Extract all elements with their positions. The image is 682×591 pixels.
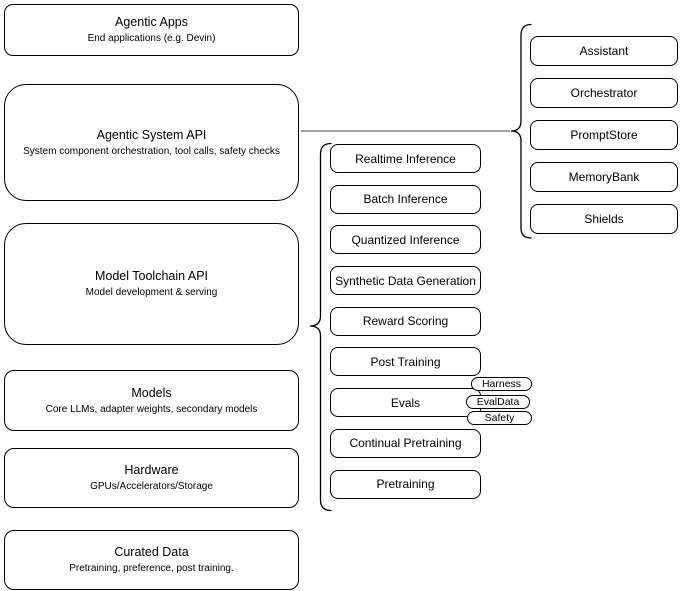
system-component-assistant: Assistant — [530, 36, 678, 66]
box-subtitle: System component orchestration, tool cal… — [23, 145, 280, 157]
system-components-group: Assistant Orchestrator PromptStore Memor… — [530, 36, 678, 234]
system-component-shields: Shields — [530, 204, 678, 234]
system-component-orchestrator: Orchestrator — [530, 78, 678, 108]
box-subtitle: Core LLMs, adapter weights, secondary mo… — [45, 403, 258, 415]
evals-tag-safety: Safety — [467, 411, 532, 425]
toolchain-item-evals: Evals — [330, 388, 481, 418]
toolchain-item-realtime-inference: Realtime Inference — [330, 144, 481, 173]
toolchain-item-post-training: Post Training — [330, 347, 481, 377]
box-models: Models Core LLMs, adapter weights, secon… — [4, 370, 299, 431]
toolchain-item-batch-inference: Batch Inference — [330, 184, 481, 214]
toolchain-item-reward-scoring: Reward Scoring — [330, 306, 481, 336]
box-subtitle: Pretraining, preference, post training. — [69, 563, 234, 574]
box-title: Curated Data — [114, 545, 189, 559]
box-agentic-system-api: Agentic System API System component orch… — [4, 84, 299, 201]
box-curated-data: Curated Data Pretraining, preference, po… — [4, 530, 299, 590]
system-component-promptstore: PromptStore — [530, 120, 678, 150]
brace-system-components — [510, 23, 532, 239]
box-hardware: Hardware GPUs/Accelerators/Storage — [4, 448, 299, 508]
toolchain-item-quantized-inference: Quantized Inference — [330, 225, 481, 255]
box-title: Models — [131, 385, 172, 400]
box-title: Hardware — [124, 463, 179, 477]
system-component-memorybank: MemoryBank — [530, 162, 678, 192]
toolchain-item-pretraining: Pretraining — [330, 469, 481, 499]
toolchain-item-synthetic-data-generation: Synthetic Data Generation — [330, 266, 481, 296]
box-title: Agentic System API — [96, 127, 207, 142]
box-subtitle: End applications (e.g. Devin) — [87, 33, 216, 44]
toolchain-item-continual-pretraining: Continual Pretraining — [330, 428, 481, 458]
evals-tag-harness: Harness — [471, 377, 532, 391]
box-model-toolchain-api: Model Toolchain API Model development & … — [4, 223, 299, 345]
box-title: Model Toolchain API — [94, 269, 209, 283]
box-title: Agentic Apps — [115, 15, 188, 29]
toolchain-group: Realtime Inference Batch Inference Quant… — [330, 144, 481, 499]
brace-toolchain — [309, 142, 332, 512]
box-subtitle: GPUs/Accelerators/Storage — [90, 481, 213, 492]
box-subtitle: Model development & serving — [85, 287, 218, 298]
box-agentic-apps: Agentic Apps End applications (e.g. Devi… — [4, 4, 299, 56]
evals-tag-evaldata: EvalData — [466, 395, 530, 409]
